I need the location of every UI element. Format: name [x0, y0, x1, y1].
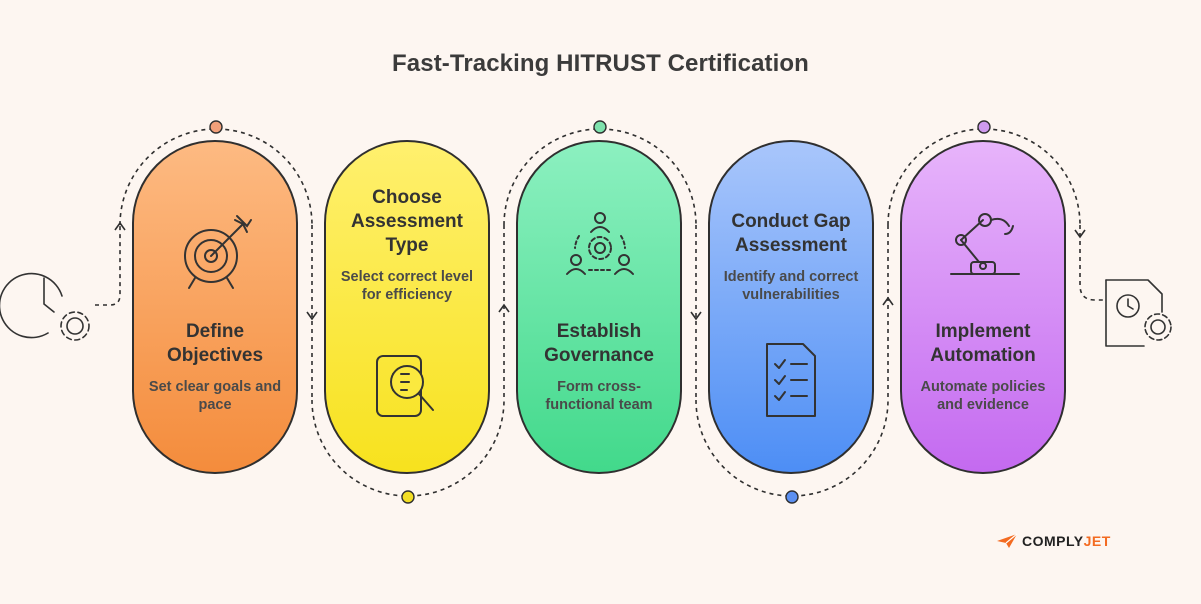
step-description-line: Automate policies: [920, 379, 1046, 395]
step-description-line: Identify and correct: [723, 269, 859, 285]
connector-arc-top-2: [503, 128, 697, 226]
connector-end: [1079, 225, 1105, 301]
connector-arc-bottom-2: [695, 399, 889, 497]
step-description: Select correct level for efficiency: [338, 268, 476, 304]
step-description: Set clear goals and pace: [146, 378, 284, 414]
step-title-line: Define: [185, 321, 245, 342]
connector-arc-bottom-1: [311, 399, 505, 497]
marker-dot-3: [593, 120, 607, 134]
step-title-line: Establish: [556, 321, 642, 342]
paper-plane-icon: [997, 533, 1018, 548]
step-description-line: for efficiency: [361, 287, 453, 303]
document-search-icon: [363, 340, 453, 430]
step-description: Form cross-functional team: [530, 378, 668, 414]
team-gear-icon: [555, 204, 645, 294]
step-description-line: Form cross-: [557, 379, 641, 395]
brand-prefix: COMPLY: [1022, 533, 1084, 549]
step-title-line: Implement: [935, 321, 1031, 342]
target-icon: [171, 206, 261, 296]
clock-document-gear-icon: [1105, 279, 1172, 347]
connector-arc-top-1: [119, 128, 313, 226]
step-title-line: Governance: [544, 345, 654, 366]
step-description-line: functional team: [545, 397, 653, 413]
step-title-line: Objectives: [166, 345, 264, 366]
step-title-line: Automation: [930, 345, 1036, 366]
marker-dot-1: [209, 120, 223, 134]
step-title-line: Conduct Gap: [731, 211, 851, 232]
brand-logo: COMPLYJET: [996, 533, 1111, 549]
step-description-line: Select correct level: [340, 269, 474, 285]
step-description: Identify and correct vulnerabilities: [722, 268, 860, 304]
connector-arc-top-3: [887, 128, 1081, 226]
step-description-line: vulnerabilities: [742, 287, 840, 303]
page-title: Fast-Tracking HITRUST Certification: [392, 50, 809, 77]
step-description-line: Set clear goals and: [148, 379, 282, 395]
marker-dot-4: [785, 490, 799, 504]
step-title-line: Assessment: [735, 235, 847, 256]
step-description: Automate policies and evidence: [914, 378, 1052, 414]
step-title-line: Type: [385, 235, 429, 256]
checklist-icon: [747, 336, 837, 426]
brand-suffix: JET: [1083, 533, 1111, 549]
marker-dot-5: [977, 120, 991, 134]
step-description-line: and evidence: [937, 397, 1029, 413]
marker-dot-2: [401, 490, 415, 504]
step-title-line: Assessment: [351, 211, 463, 232]
step-title-line: Choose: [372, 187, 442, 208]
step-description-line: pace: [198, 397, 232, 413]
robot-arm-icon: [939, 206, 1029, 296]
clock-gear-icon: [0, 272, 90, 341]
connector-start: [95, 225, 121, 306]
